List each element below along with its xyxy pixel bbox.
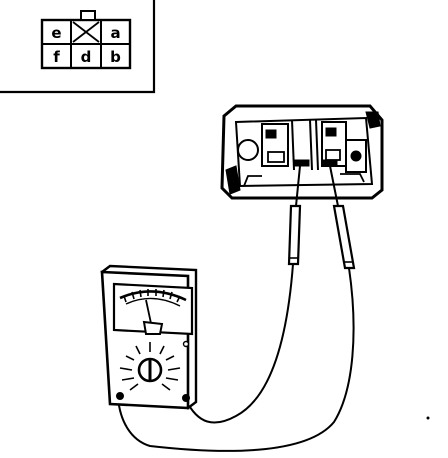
switch-ear-right [365,111,381,129]
switch-lip [243,173,365,187]
wire-right [117,267,355,452]
switch-slot-right [325,127,337,137]
connector-lock-tab [80,10,96,21]
pin-label-a: a [110,24,120,42]
pin-label-e: e [51,24,61,42]
probe-right [329,165,356,270]
switch-window-left [267,151,285,163]
analog-multimeter [100,264,198,410]
switch-rib-2 [309,119,313,171]
wire-left [185,263,294,424]
switch-plug-right [345,139,367,173]
pin-label-f: f [53,48,60,66]
meter-jack-left [116,392,124,400]
meter-jack-right [182,394,190,402]
inset-frame [0,0,156,94]
pin-label-d: d [81,48,92,66]
meter-scale-ticks [123,289,181,303]
switch-plug-hole [350,150,362,162]
probe-right-handle [332,204,356,270]
probe-left [287,165,302,266]
probe-right-tip [329,165,339,207]
terminal-left [294,159,310,167]
meter-scale-arc-inner [125,297,181,307]
probe-left-tip [295,165,301,207]
switch-rib-3 [315,119,319,171]
switch-inner-panel [234,116,374,188]
switch-rib-1 [291,119,295,171]
switch-knob [237,139,259,161]
pin-label-b: b [110,48,121,66]
stray-dot [426,416,430,420]
switch-ear-left [225,165,241,195]
switch-unit [220,104,384,200]
meter-range-marks [119,342,181,391]
probe-left-handle [287,204,302,266]
switch-slot-left [265,129,277,139]
meter-zero-adjust [182,340,190,348]
switch-cell-left [261,123,289,167]
x-mark-icon [72,21,100,43]
terminal-right [322,159,338,167]
connector-inset: e a f d b [0,0,156,94]
meter-pivot [142,320,164,335]
